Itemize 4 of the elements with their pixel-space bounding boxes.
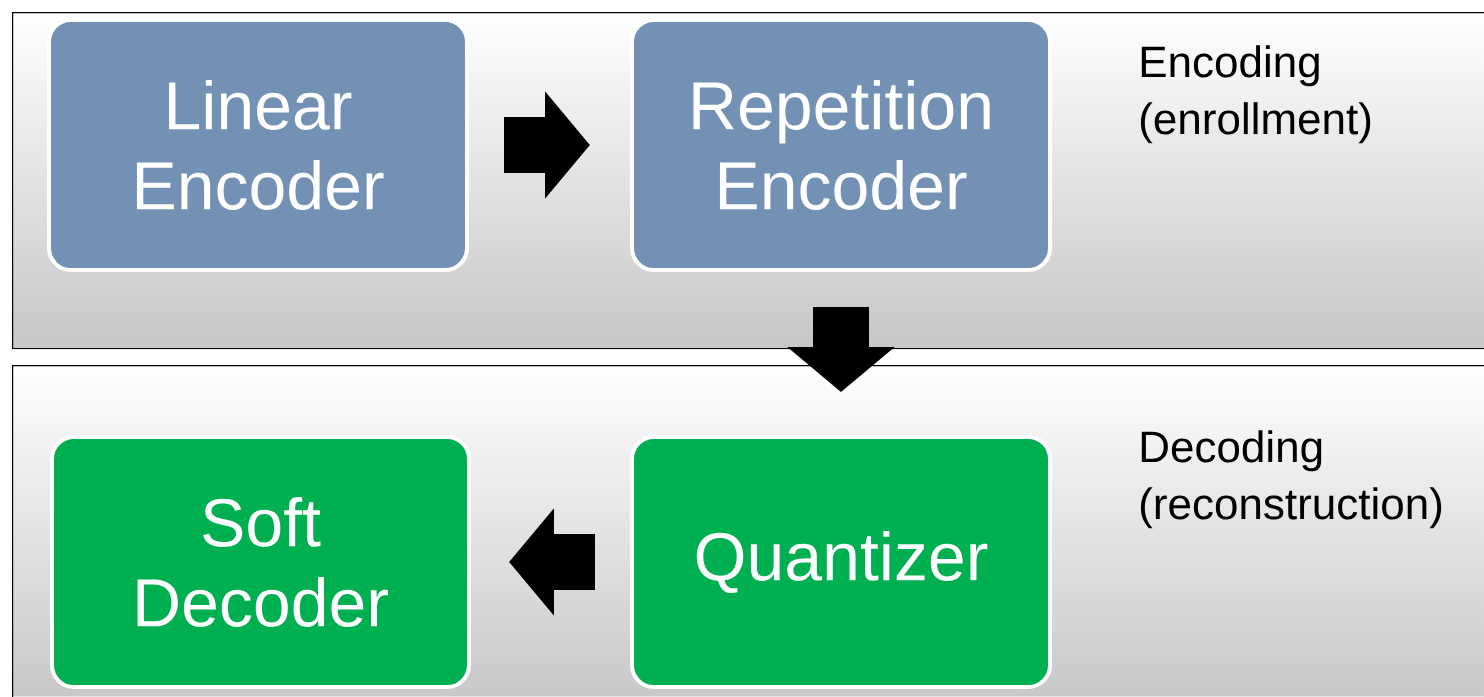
process-box: Repetition Encoder xyxy=(630,18,1052,272)
process-box: Quantizer xyxy=(630,435,1052,689)
process-box: Linear Encoder xyxy=(47,18,469,272)
process-box: Soft Decoder xyxy=(50,435,471,689)
